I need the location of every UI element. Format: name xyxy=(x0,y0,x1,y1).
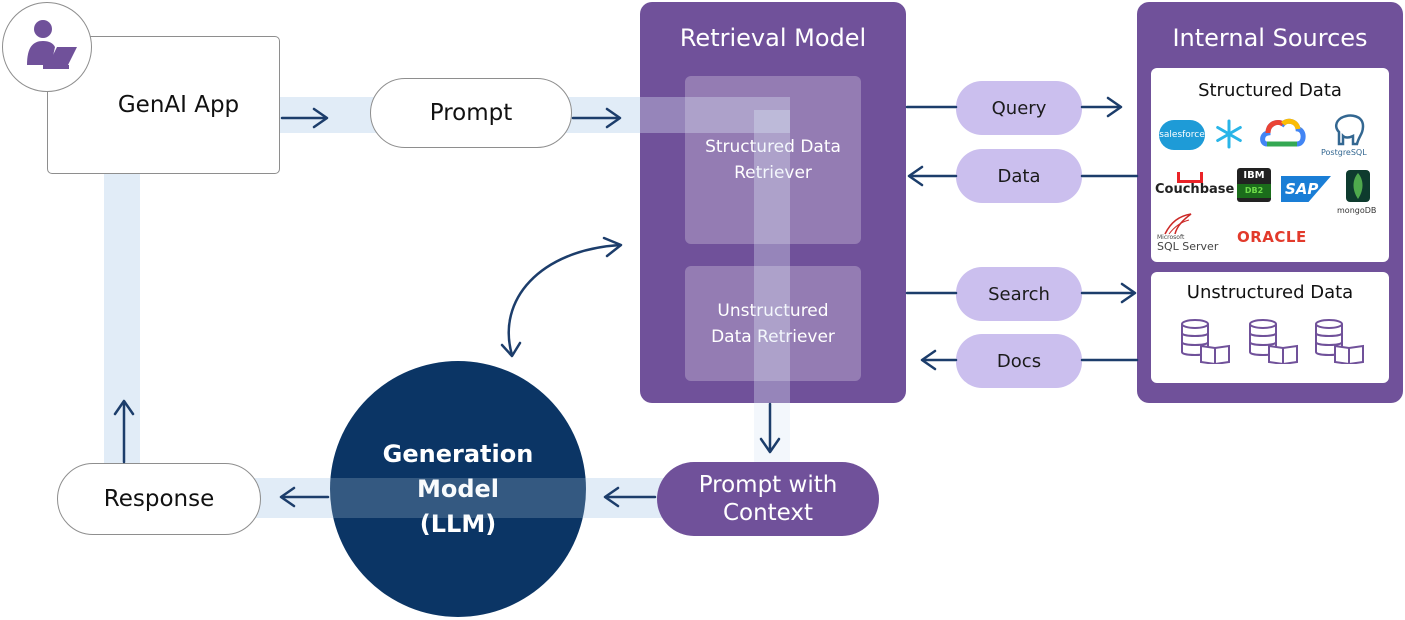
response-label: Response xyxy=(103,486,215,512)
database-book-icon xyxy=(1315,319,1364,364)
prompt-with-context-pill[interactable]: Prompt with Context xyxy=(657,462,879,536)
database-book-icon xyxy=(1249,319,1298,364)
structured-retriever-line1: Structured Data xyxy=(705,137,841,157)
flow-band-left xyxy=(104,133,140,478)
flow-band-overlay-v xyxy=(754,110,790,478)
database-book-icon xyxy=(1181,319,1230,364)
elephant-icon xyxy=(1335,114,1365,146)
structured-data-title: Structured Data xyxy=(1198,80,1342,101)
arrow-llm-retrieval-curved xyxy=(500,236,623,358)
sql-server-icon xyxy=(1164,213,1192,235)
structured-data-card: Structured Data salesforce PostgreSQL Co… xyxy=(1151,68,1389,262)
flow-band-overlay-h xyxy=(640,97,790,133)
sql-server-logo: Microsoft SQL Server xyxy=(1155,212,1235,256)
prompt-with-context-line1: Prompt with xyxy=(698,472,838,498)
snowflake-icon xyxy=(1216,119,1242,149)
user-laptop-icon xyxy=(27,20,77,69)
postgresql-logo: PostgreSQL xyxy=(1321,114,1381,160)
generation-model-line3: (LLM) xyxy=(419,509,497,538)
couchbase-logo: Couchbase xyxy=(1155,172,1234,202)
prompt-with-context-line2: Context xyxy=(722,500,814,526)
structured-retriever-line2: Retriever xyxy=(734,163,812,183)
genai-app-label: GenAI App xyxy=(117,92,240,118)
flow-band-circle-overlay xyxy=(330,478,586,518)
arrow-app-to-prompt xyxy=(280,107,329,129)
arrow-llm-to-response xyxy=(279,486,330,508)
structured-data-retriever[interactable]: Structured Data Retriever xyxy=(685,76,861,244)
arrow-data xyxy=(907,165,1139,187)
unstructured-data-title: Unstructured Data xyxy=(1186,282,1354,303)
arrow-response-to-app xyxy=(113,399,135,464)
arrow-search xyxy=(905,282,1137,304)
query-pill[interactable]: Query xyxy=(956,81,1082,135)
prompt-label: Prompt xyxy=(429,100,513,126)
internal-sources-panel: Internal Sources Structured Data salesfo… xyxy=(1137,2,1403,403)
data-pill[interactable]: Data xyxy=(956,149,1082,203)
internal-sources-title: Internal Sources xyxy=(1172,24,1368,52)
oracle-logo: ORACLE xyxy=(1237,228,1307,246)
arrow-prompt-to-retrieval xyxy=(571,107,622,129)
query-label: Query xyxy=(991,97,1047,119)
search-label: Search xyxy=(988,283,1050,305)
ibm-db2-logo: IBM DB2 xyxy=(1237,168,1271,202)
couchbase-mark xyxy=(1177,172,1203,183)
arrow-retrieval-to-context xyxy=(759,402,781,454)
generation-model-line2: Model xyxy=(416,474,500,503)
google-cloud-icon xyxy=(1260,118,1306,147)
mongodb-logo: mongoDB xyxy=(1337,170,1381,220)
unstructured-retriever-line1: Unstructured xyxy=(717,300,829,321)
prompt-pill[interactable]: Prompt xyxy=(370,78,572,148)
data-label: Data xyxy=(997,165,1041,187)
response-pill[interactable]: Response xyxy=(57,463,261,535)
retrieval-model-title: Retrieval Model xyxy=(679,24,867,52)
generation-model-line1: Generation xyxy=(382,439,534,468)
generation-model-circle[interactable]: Generation Model (LLM) xyxy=(330,361,586,617)
salesforce-logo: salesforce xyxy=(1159,120,1205,150)
unstructured-data-retriever[interactable]: Unstructured Data Retriever xyxy=(685,266,861,381)
arrow-context-to-llm xyxy=(603,486,657,508)
search-pill[interactable]: Search xyxy=(956,267,1082,321)
unstructured-data-card: Unstructured Data xyxy=(1151,272,1389,383)
docs-label: Docs xyxy=(996,350,1042,372)
user-avatar xyxy=(2,2,92,92)
unstructured-retriever-line2: Data Retriever xyxy=(711,326,835,347)
mongodb-leaf-icon xyxy=(1353,173,1363,199)
docs-pill[interactable]: Docs xyxy=(956,334,1082,388)
arrow-query xyxy=(905,96,1123,118)
arrow-docs xyxy=(920,349,1139,371)
retrieval-model-panel: Retrieval Model Structured Data Retrieve… xyxy=(640,2,906,403)
